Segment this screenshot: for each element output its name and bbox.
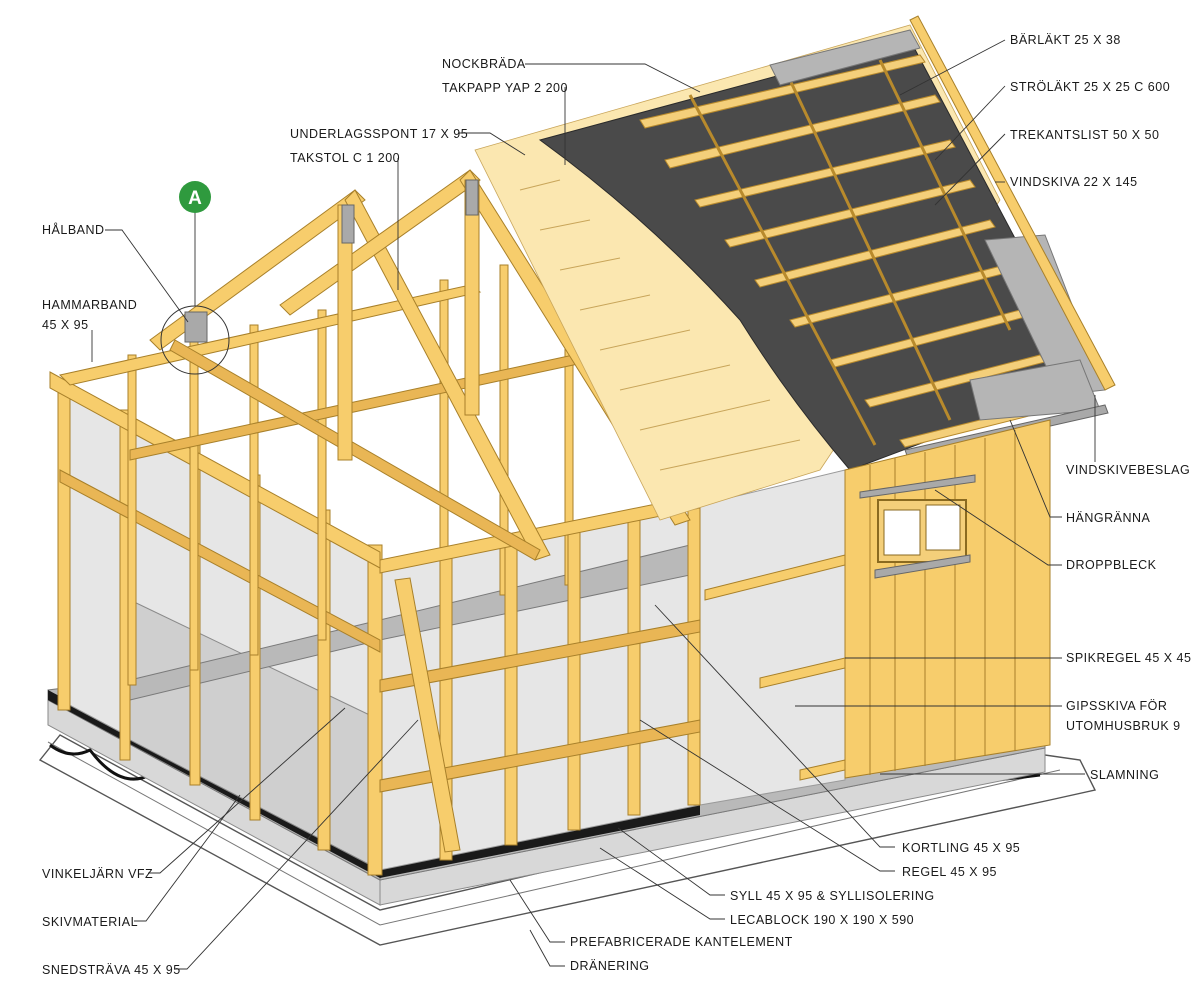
back-wall-studs: [59, 254, 691, 686]
label-underlagspont: UNDERLAGSSPONT 17 X 95: [290, 127, 468, 141]
label-trekantslist: TREKANTSLIST 50 X 50: [1010, 128, 1159, 142]
label-regel: REGEL 45 X 95: [902, 865, 997, 879]
label-hammarband-line2: 45 X 95: [42, 318, 89, 332]
label-halband: HÅLBAND: [42, 222, 105, 237]
detail-marker-a: A: [160, 181, 230, 375]
label-vinkeljarn: VINKELJÄRN VFZ: [42, 867, 153, 881]
label-takpapp: TAKPAPP YAP 2 200: [442, 81, 568, 95]
label-vindskiva: VINDSKIVA 22 X 145: [1010, 175, 1138, 189]
label-droppbleck: DROPPBLECK: [1066, 558, 1157, 572]
label-slamning: SLAMNING: [1090, 768, 1159, 782]
label-strolakt: STRÖLÄKT 25 X 25 C 600: [1010, 80, 1170, 94]
board-cladding: [844, 419, 1051, 779]
leader-lines: [91, 39, 1096, 970]
detail-marker-letter: A: [188, 188, 202, 209]
label-snedstrava: SNEDSTRÄVA 45 X 95: [42, 963, 181, 977]
label-gipsskiva-line2: UTOMHUSBRUK 9: [1066, 719, 1181, 733]
label-nockbrada: NOCKBRÄDA: [442, 57, 526, 71]
label-kortling: KORTLING 45 X 95: [902, 841, 1020, 855]
label-lecablock: LECABLOCK 190 X 190 X 590: [730, 913, 914, 927]
label-kantelement: PREFABRICERADE KANTELEMENT: [570, 935, 793, 949]
labels: NOCKBRÄDA TAKPAPP YAP 2 200 UNDERLAGSSPO…: [42, 33, 1191, 977]
front-wall-sheathing: [379, 469, 846, 871]
label-takstol: TAKSTOL C 1 200: [290, 151, 400, 165]
label-vindskivebeslag: VINDSKIVEBESLAG: [1066, 463, 1190, 477]
roof-battens: [639, 54, 1066, 448]
label-hammarband-line1: HAMMARBAND: [42, 298, 137, 312]
label-barlakt: BÄRLÄKT 25 X 38: [1010, 33, 1121, 47]
label-syll: SYLL 45 X 95 & SYLLISOLERING: [730, 889, 935, 903]
label-hangranna: HÄNGRÄNNA: [1066, 511, 1151, 525]
label-skivmaterial: SKIVMATERIAL: [42, 915, 138, 929]
front-wall-studs: [379, 494, 701, 861]
label-gipsskiva-line1: GIPSSKIVA FÖR: [1066, 699, 1167, 713]
label-spikregel: SPIKREGEL 45 X 45: [1066, 651, 1191, 665]
nailing-battens: [704, 554, 846, 781]
label-dranering: DRÄNERING: [570, 959, 650, 973]
